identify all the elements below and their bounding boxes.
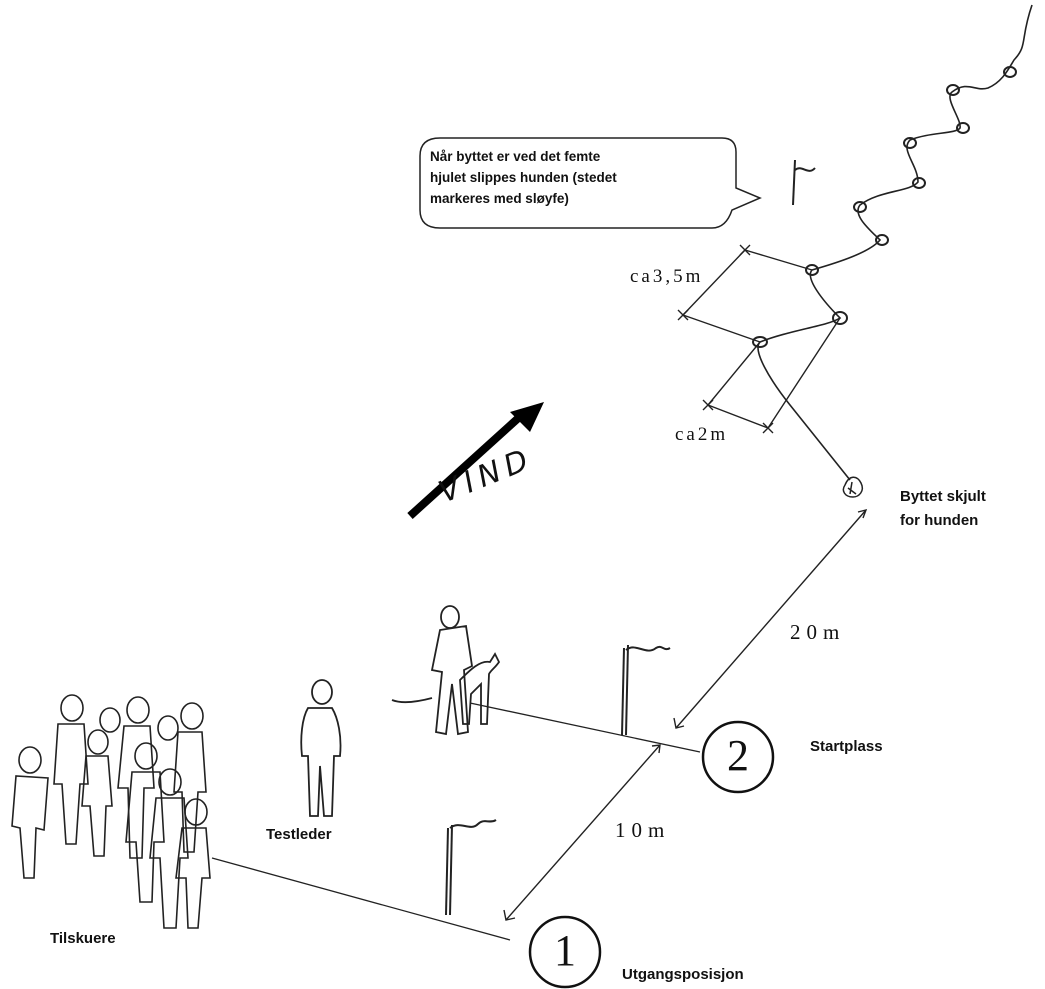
start-place-label: Startplass	[810, 738, 883, 755]
wind-arrow-icon	[407, 402, 544, 519]
position-1-number: 1	[554, 926, 576, 975]
bow-flag	[792, 159, 816, 206]
measurement-lines	[682, 249, 841, 429]
position-2-circle	[701, 720, 775, 794]
hidden-prey-label-1: Byttet skjult	[900, 488, 986, 505]
distance-10-label: 10m	[615, 818, 671, 842]
hidden-prey-label-2: for hunden	[900, 512, 979, 529]
initial-post-flag	[445, 819, 497, 916]
distance-20-arrow	[673, 508, 868, 729]
start-post-flag	[621, 644, 671, 736]
test-leader-icon	[300, 679, 342, 817]
spectators-label: Tilskuere	[50, 930, 116, 947]
distance-20-label: 20m	[790, 620, 846, 644]
initial-position-label: Utgangsposisjon	[622, 966, 744, 983]
test-leader-label: Testleder	[266, 826, 332, 843]
spacing-narrow-label: ca2m	[675, 424, 729, 445]
position-1-circle	[528, 915, 602, 989]
callout-bubble	[419, 137, 762, 229]
spacing-wide-label: ca3,5m	[630, 266, 704, 287]
callout-line-3: markeres med sløyfe)	[430, 191, 569, 206]
prey-icon	[842, 476, 864, 498]
handler-with-dog-icon	[391, 605, 501, 736]
wheel-knots	[752, 66, 1017, 348]
drag-trail	[757, 4, 1033, 481]
ground-lines	[211, 702, 701, 941]
measurement-ticks	[677, 244, 774, 434]
callout-line-2: hjulet slippes hunden (stedet	[430, 170, 617, 185]
callout-line-1: Når byttet er ved det femte	[430, 149, 601, 164]
distance-10-arrow	[503, 744, 661, 921]
spectators-icon	[11, 694, 211, 929]
callout-text: Når byttet er ved det femte hjulet slipp…	[430, 146, 730, 209]
position-2-number: 2	[727, 731, 749, 780]
